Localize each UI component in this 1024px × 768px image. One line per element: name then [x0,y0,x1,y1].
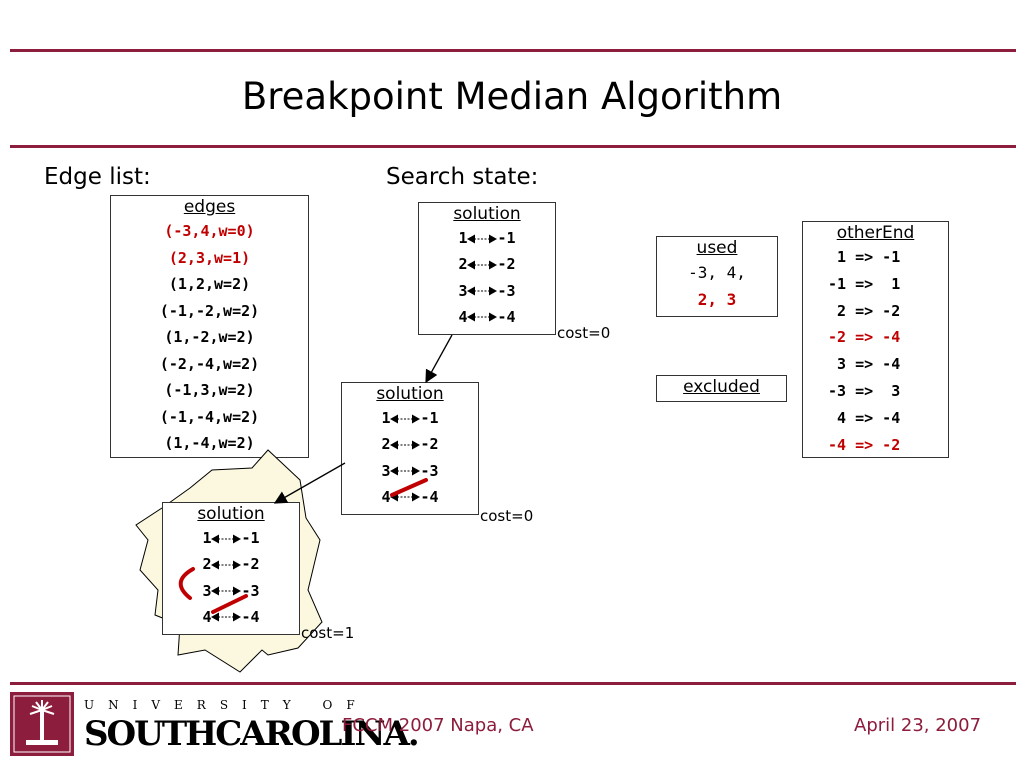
top-rule [10,49,1016,52]
cost-label-3: cost=1 [301,624,355,642]
solution-pair: 4 -4 [342,484,478,510]
pair-left-value: 3 [458,281,468,300]
double-arrow-icon [390,491,421,503]
university-logo-main-text: SOUTHCAROLINA. [84,714,420,754]
used-heading: used [696,238,738,258]
footer-rule [10,682,1016,685]
edges-list: (-3,4,w=0) (2,3,w=1) (1,2,w=2) (-1,-2,w=2) (… [111,218,308,457]
edge-item: (-2,-4,w=2) [159,354,260,373]
solution-pair: 3 -3 [342,458,478,484]
connector-arrow-2 [273,462,346,504]
used-box: used -3, 4, 2, 3 [656,236,778,317]
pair-right-value: -2 [241,555,260,574]
other-end-row: -3 => 3 [828,381,901,400]
solution-pair: 2 -2 [419,251,555,277]
double-arrow-icon [467,311,498,323]
cost-label-2: cost=0 [480,507,534,525]
other-end-row: 4 => -4 [828,408,901,427]
other-end-row: 2 => -2 [828,301,901,320]
excluded-box: excluded [656,375,787,402]
pair-left-value: 1 [381,409,391,427]
double-arrow-icon [390,413,421,425]
solution-pair: 3 -3 [163,578,299,604]
solution-pair: 1 -1 [342,405,478,431]
solution-pair: 4 -4 [163,604,299,630]
cost-label-1: cost=0 [557,324,611,342]
edge-item: (-1,-2,w=2) [159,301,260,320]
other-end-box: otherEnd 1 => -1-1 => 1 2 => -2-2 => -4 … [802,221,949,458]
double-arrow-icon [211,611,242,623]
solution-heading-1: solution [453,204,521,224]
pair-left-value: 1 [458,229,468,247]
excluded-heading: excluded [683,377,760,397]
other-end-row: -2 => -4 [828,328,901,347]
connector-arrow-1 [425,334,453,384]
edge-item: (-1,3,w=2) [164,381,255,399]
edge-item: (-3,4,w=0) [164,222,255,240]
solution-pair: 3 -3 [419,278,555,304]
pair-left-value: 3 [381,461,391,480]
pair-left-value: 2 [202,555,212,574]
other-end-row: 1 => -1 [828,248,901,266]
pair-right-value: -3 [241,581,260,600]
other-end-row: 3 => -4 [828,355,901,374]
other-end-row: -4 => -2 [828,435,901,454]
edge-item: (-1,-4,w=2) [159,407,260,426]
footer-conference: FCCM 2007 Napa, CA [342,715,534,736]
solution-box-3: solution 1 -1 2 -2 3 -3 4 -4 [162,502,300,635]
search-state-label: Search state: [386,164,539,190]
double-arrow-icon [211,585,242,597]
double-arrow-icon [390,439,421,451]
pair-left-value: 2 [458,255,468,274]
used-values-line-2: 2, 3 [697,290,737,309]
pair-left-value: 2 [381,435,391,454]
double-arrow-icon [390,465,421,477]
pair-right-value: -4 [420,487,439,506]
pair-left-value: 4 [458,307,468,326]
pair-right-value: -1 [420,409,439,427]
solution-heading-2: solution [376,384,444,404]
edges-box: edges (-3,4,w=0) (2,3,w=1) (1,2,w=2) (-1,-2… [110,195,309,458]
edge-item: (1,-4,w=2) [164,434,255,452]
footer-date: April 23, 2007 [854,715,982,736]
edge-list-label: Edge list: [44,164,151,190]
solution-pair: 2 -2 [342,431,478,457]
pair-left-value: 1 [202,529,212,547]
pair-right-value: -3 [420,461,439,480]
solution-box-2: solution 1 -1 2 -2 3 -3 4 -4 [341,382,479,515]
solution-heading-3: solution [197,504,265,524]
solution-pair: 1 -1 [419,225,555,251]
double-arrow-icon [467,285,498,297]
pair-right-value: -1 [497,229,516,247]
pair-right-value: -2 [497,255,516,274]
edge-item: (1,-2,w=2) [164,328,255,346]
edge-item: (1,2,w=2) [168,275,251,293]
edge-item: (2,3,w=1) [168,248,251,267]
pair-left-value: 3 [202,581,212,600]
university-logo-mark [10,692,74,756]
solution-pair: 2 -2 [163,551,299,577]
title-rule [10,145,1016,148]
pair-right-value: -4 [241,607,260,626]
double-arrow-icon [467,233,498,245]
double-arrow-icon [467,259,498,271]
used-values-line-1: -3, 4, [688,263,746,282]
double-arrow-icon [211,533,242,545]
solution-box-1: solution 1 -1 2 -2 3 -3 4 -4 [418,202,556,335]
other-end-heading: otherEnd [836,223,915,243]
pair-right-value: -1 [241,529,260,547]
pair-left-value: 4 [202,607,212,626]
edges-heading: edges [183,197,236,217]
solution-pair: 4 -4 [419,304,555,330]
double-arrow-icon [211,559,242,571]
other-end-row: -1 => 1 [828,274,901,293]
pair-right-value: -4 [497,307,516,326]
solution-pair: 1 -1 [163,525,299,551]
slide-title: Breakpoint Median Algorithm [241,75,783,118]
pair-right-value: -2 [420,435,439,454]
pair-left-value: 4 [381,487,391,506]
pair-right-value: -3 [497,281,516,300]
palmetto-tree-icon [13,695,71,753]
university-logo-top-text: UNIVERSITY OF [84,698,369,712]
